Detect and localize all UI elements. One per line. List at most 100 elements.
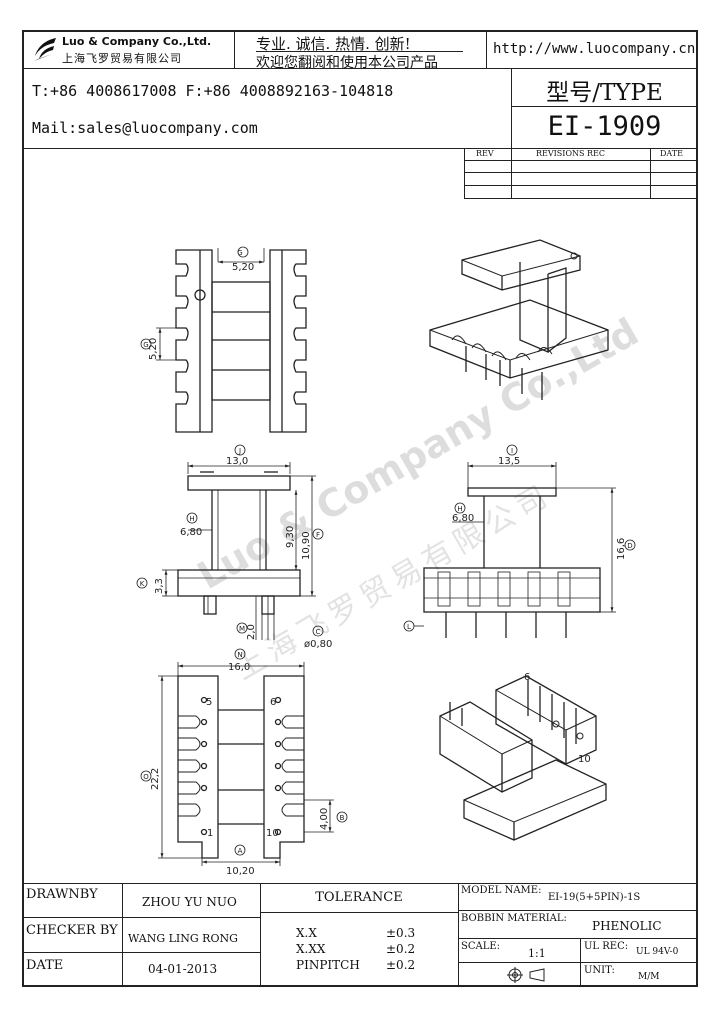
type-label: 型号/TYPE xyxy=(546,80,663,106)
iso-pin-10-label: 10 xyxy=(578,754,591,765)
mail-address[interactable]: Mail:sales@luocompany.com xyxy=(32,119,258,137)
footer-row-c2 xyxy=(458,938,698,939)
footer-row-c1 xyxy=(458,910,698,911)
footer-sep-2 xyxy=(260,883,261,987)
ul-rec-label: UL REC: xyxy=(584,941,629,952)
isometric-view-top xyxy=(429,239,609,400)
pin-6-label: 6 xyxy=(270,697,276,708)
pin-1-label: 1 xyxy=(207,828,213,839)
dim-bottom-b: 4,00 xyxy=(319,808,330,830)
company-logo-icon xyxy=(34,38,56,61)
dim-front-f: 10,90 xyxy=(301,531,312,560)
rev-row-4 xyxy=(464,198,698,199)
scale-value: 1:1 xyxy=(528,947,546,960)
footer-row-b1 xyxy=(260,912,458,913)
welcome-text: 欢迎您翻阅和使用本公司产品 xyxy=(256,55,438,71)
label-a: A xyxy=(238,847,243,855)
model-name-value: EI-19(5+5PIN)-1S xyxy=(548,892,641,903)
header-bottom xyxy=(22,148,698,149)
front-view xyxy=(136,444,324,640)
label-l: L xyxy=(407,623,411,631)
phone-fax: T:+86 4008617008 F:+86 4008892163-104818 xyxy=(32,82,394,100)
rev-col-2 xyxy=(650,148,651,198)
company-name-en: Luo & Company Co.,Ltd. xyxy=(62,35,212,48)
tol-xx-value: ±0.3 xyxy=(386,926,416,940)
footer-row-a1 xyxy=(22,917,260,918)
label-d: D xyxy=(627,542,632,550)
tol-pinpitch-key: PINPITCH xyxy=(296,958,360,972)
checker-label: CHECKER BY xyxy=(26,923,118,938)
label-n: N xyxy=(237,651,242,659)
footer-top xyxy=(22,883,698,884)
type-divider xyxy=(511,106,698,107)
dim-bottom-n: 16,0 xyxy=(228,662,250,673)
drawnby-label: DRAWNBY xyxy=(26,887,98,902)
label-o: O xyxy=(143,773,149,781)
unit-label: UNIT: xyxy=(584,965,615,976)
tol-xxx-key: X.XX xyxy=(296,942,326,956)
bobbin-material-value: PHENOLIC xyxy=(592,919,662,933)
footer-row-c3 xyxy=(458,962,698,963)
date-value: 04-01-2013 xyxy=(148,962,218,976)
pin-5-label: 5 xyxy=(206,697,212,708)
revisions-rec-header: REVISIONS REC xyxy=(536,149,606,158)
dim-side-h: 6,80 xyxy=(452,513,474,524)
rev-row-2 xyxy=(464,172,698,173)
header-sep-2 xyxy=(486,30,487,68)
unit-value: M/M xyxy=(638,972,660,982)
label-b: B xyxy=(340,814,345,822)
footer-sep-3 xyxy=(458,883,459,987)
dim-front-h: 6,80 xyxy=(180,527,202,538)
rev-col-0 xyxy=(464,148,465,198)
drawnby-value: ZHOU YU NUO xyxy=(142,895,237,909)
label-h-front: H xyxy=(189,515,194,523)
iso-pin-6-label: 6 xyxy=(524,672,530,683)
tol-pinpitch-value: ±0.2 xyxy=(386,958,416,972)
label-g-left: G xyxy=(143,341,148,349)
dim-bottom-a: 10,20 xyxy=(226,866,255,877)
top-view xyxy=(140,246,307,433)
dim-top-g-height: 5,20 xyxy=(148,338,159,360)
label-f: F xyxy=(316,531,320,539)
tol-xxx-value: ±0.2 xyxy=(386,942,416,956)
dim-bottom-o: 22,2 xyxy=(150,768,161,790)
dim-front-930: 9,30 xyxy=(285,526,296,548)
date-label: DATE xyxy=(26,958,64,973)
label-j: J xyxy=(238,447,241,455)
company-url[interactable]: http://www.luocompany.cn xyxy=(493,41,696,57)
header-divider xyxy=(22,68,698,69)
rev-row-3 xyxy=(464,185,698,186)
label-m: M xyxy=(239,625,245,633)
header-sep-1 xyxy=(234,30,235,68)
dim-front-k: 3,3 xyxy=(154,578,165,594)
slogan-underline xyxy=(256,51,463,52)
bobbin-material-label: BOBBIN MATERIAL: xyxy=(461,913,567,924)
dim-side-d: 16,6 xyxy=(616,538,627,560)
rev-row-1 xyxy=(464,160,698,161)
side-view xyxy=(403,444,636,638)
drawing-frame xyxy=(22,30,698,987)
rev-col-1 xyxy=(511,148,512,198)
dim-front-j: 13,0 xyxy=(226,456,248,467)
footer-row-a2 xyxy=(22,952,260,953)
label-c: C xyxy=(316,628,321,636)
dim-side-i: 13,5 xyxy=(498,456,520,467)
bottom-view xyxy=(140,648,348,866)
projection-symbol-icon xyxy=(507,967,545,983)
slogan: 专业. 诚信. 热情. 创新! xyxy=(256,35,411,53)
company-name-cn: 上海飞罗贸易有限公司 xyxy=(62,52,182,65)
tolerance-label: TOLERANCE xyxy=(315,890,403,905)
tol-xx-key: X.X xyxy=(296,926,317,940)
model-number: EI-1909 xyxy=(547,111,662,142)
label-g-top: G xyxy=(237,249,242,257)
rev-date-header: DATE xyxy=(660,149,683,158)
checker-value: WANG LING RONG xyxy=(128,932,238,945)
model-name-label: MODEL NAME: xyxy=(461,885,542,896)
dim-front-m: 2,0 xyxy=(246,624,257,640)
isometric-view-bottom xyxy=(439,675,607,841)
header-sep-3 xyxy=(511,68,512,148)
dim-front-c: ø0,80 xyxy=(304,639,332,650)
label-i: I xyxy=(511,447,513,455)
label-h-side: H xyxy=(457,505,462,513)
